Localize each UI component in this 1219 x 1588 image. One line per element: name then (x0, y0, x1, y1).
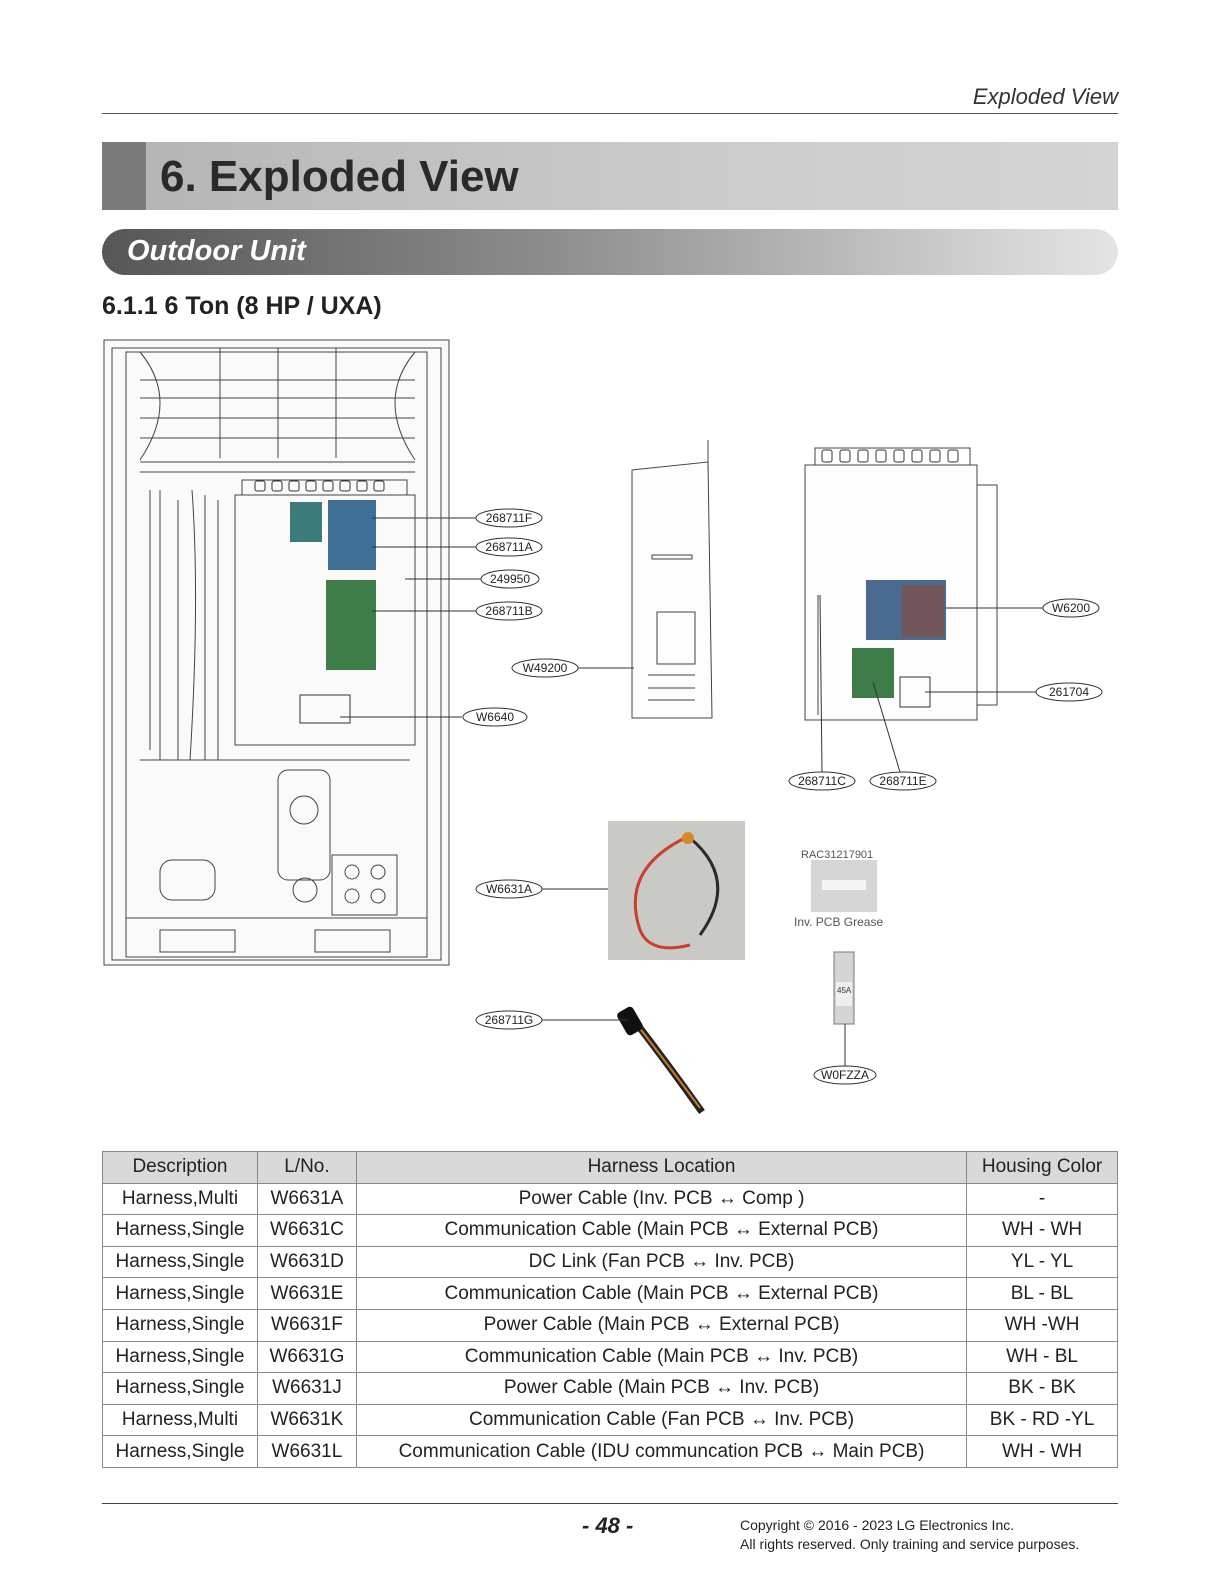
callout-W49200: W49200 (511, 658, 579, 678)
subsection-title: 6.1.1 6 Ton (8 HP / UXA) (102, 292, 382, 320)
header-rule (102, 113, 1118, 114)
svg-text:W6200: W6200 (1052, 601, 1090, 615)
chapter-title: 6. Exploded View (160, 152, 519, 201)
col-line-number: L/No. (256, 1151, 357, 1184)
grease-name: Inv. PCB Grease (794, 915, 883, 929)
chapter-bar-block (102, 142, 146, 210)
svg-text:W0FZZA: W0FZZA (821, 1068, 869, 1082)
callout-268711E: 268711E (869, 771, 937, 791)
copyright: Copyright © 2016 - 2023 LG Electronics I… (740, 1516, 1079, 1554)
svg-text:268711C: 268711C (798, 774, 846, 788)
svg-text:268711A: 268711A (485, 540, 532, 554)
section-bar: Outdoor Unit (102, 229, 1118, 275)
harness-photo (608, 821, 745, 960)
table-header-row: Description L/No. Harness Location Housi… (102, 1151, 1118, 1184)
callout-261704: 261704 (1035, 682, 1103, 702)
callout-268711C: 268711C (788, 771, 856, 791)
callout-W6200: W6200 (1042, 598, 1100, 618)
harness-parts-table: Description L/No. Harness Location Housi… (102, 1151, 1118, 1468)
callout-268711G: 268711G (475, 1010, 543, 1030)
outdoor-unit-front (103, 339, 450, 966)
callout-W6640: W6640 (462, 707, 528, 727)
fuse-rating: 45A (837, 986, 852, 995)
col-housing-color: Housing Color (966, 1151, 1118, 1184)
exploded-view-drawing: RAC31217901 Inv. PCB Grease 45A 268711F … (103, 339, 1103, 1115)
svg-text:268711B: 268711B (485, 604, 532, 618)
callout-W0FZZA: W0FZZA (813, 1065, 877, 1085)
callout-W6631A: W6631A (475, 879, 543, 899)
callout-268711B: 268711B (475, 601, 543, 621)
grease-photo: RAC31217901 Inv. PCB Grease (794, 849, 883, 929)
svg-text:261704: 261704 (1049, 685, 1089, 699)
copyright-line-2: All rights reserved. Only training and s… (740, 1536, 1080, 1552)
grease-code: RAC31217901 (801, 849, 873, 861)
callout-268711A: 268711A (475, 537, 543, 557)
fuse-photo: 45A (833, 951, 855, 1025)
control-box-side (631, 440, 713, 719)
svg-text:W6640: W6640 (476, 710, 514, 724)
chapter-bar: 6. Exploded View (102, 142, 1118, 210)
page-number: - 48 - (582, 1513, 634, 1538)
svg-text:268711G: 268711G (485, 1013, 534, 1027)
sensor-photo (617, 1006, 705, 1115)
callout-249950: 249950 (480, 569, 540, 589)
running-header: Exploded View (972, 84, 1118, 109)
svg-text:268711F: 268711F (486, 511, 532, 525)
callout-268711F: 268711F (475, 508, 543, 528)
svg-text:W6631A: W6631A (486, 882, 532, 896)
copyright-line-1: Copyright © 2016 - 2023 LG Electronics I… (740, 1517, 1015, 1533)
footer-rule (102, 1503, 1118, 1504)
svg-text:268711E: 268711E (879, 774, 926, 788)
col-description: Description (102, 1151, 258, 1184)
svg-text:249950: 249950 (490, 572, 530, 586)
col-harness-location: Harness Location (355, 1151, 968, 1184)
section-title: Outdoor Unit (127, 235, 306, 267)
svg-text:W49200: W49200 (523, 661, 568, 675)
